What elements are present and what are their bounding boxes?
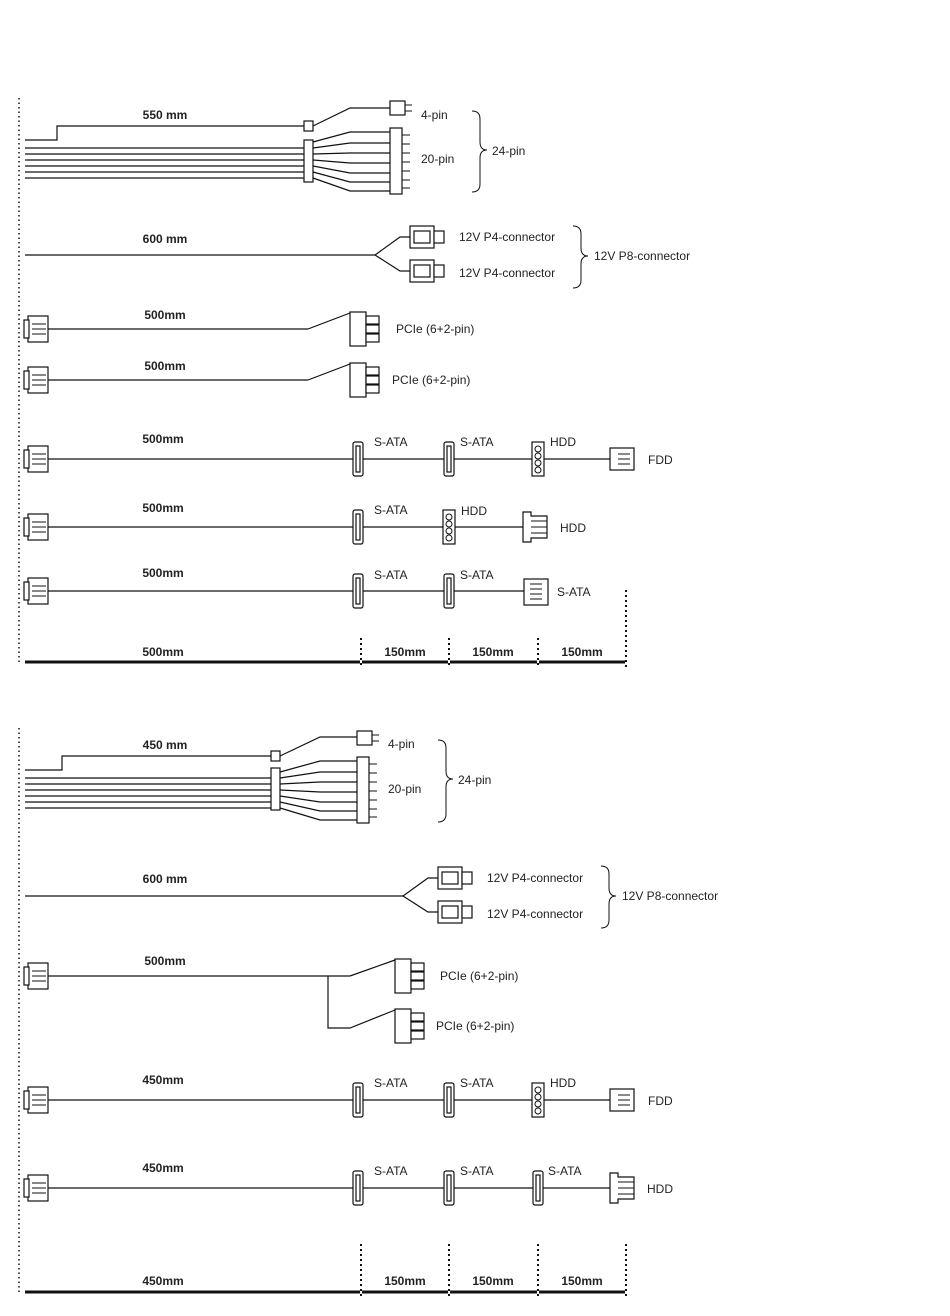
top-eps-cable <box>25 225 589 289</box>
bottom-ruler-s3: 150mm <box>561 1274 602 1288</box>
bottom-ruler-s2: 150mm <box>472 1274 513 1288</box>
top-24pin-label: 24-pin <box>492 144 525 158</box>
bottom-sata1-c4: FDD <box>648 1094 673 1108</box>
top-sata3-c2: S-ATA <box>460 568 494 582</box>
top-sata1-c4: FDD <box>648 453 673 467</box>
bottom-20pin-label: 20-pin <box>388 782 421 796</box>
top-p4a-label: 12V P4-connector <box>459 230 555 244</box>
top-p4b-label: 12V P4-connector <box>459 266 555 280</box>
top-ruler-s2: 150mm <box>472 645 513 659</box>
top-sata1-c1: S-ATA <box>374 435 408 449</box>
top-eps-length: 600 mm <box>143 232 188 246</box>
top-sata-cable-3 <box>23 573 549 609</box>
top-pcie1-length: 500mm <box>144 308 185 322</box>
top-4pin-connector <box>389 100 406 116</box>
bottom-pcie-cable <box>23 958 425 1044</box>
bottom-atx-length: 450 mm <box>143 738 188 752</box>
bottom-sata2-c1: S-ATA <box>374 1164 408 1178</box>
top-ruler <box>25 590 627 668</box>
bottom-24pin-label: 24-pin <box>458 773 491 787</box>
top-ruler-s3: 150mm <box>561 645 602 659</box>
top-pcie-cable-2 <box>23 362 380 398</box>
bottom-p8-brace <box>600 865 617 929</box>
bottom-ruler <box>25 1244 627 1298</box>
bottom-p4a-label: 12V P4-connector <box>487 871 583 885</box>
top-sata3-c3: S-ATA <box>557 585 591 599</box>
bottom-sata2-length: 450mm <box>142 1161 183 1175</box>
top-atx-cable <box>25 100 488 195</box>
bottom-pcie-label-2: PCIe (6+2-pin) <box>436 1019 514 1033</box>
top-p8-brace <box>572 225 589 289</box>
bottom-pcie-label-1: PCIe (6+2-pin) <box>440 969 518 983</box>
bottom-ruler-main: 450mm <box>142 1274 183 1288</box>
top-4pin-label: 4-pin <box>421 108 448 122</box>
top-sata2-c3: HDD <box>560 521 586 535</box>
top-sata1-length: 500mm <box>142 432 183 446</box>
top-pcie2-length: 500mm <box>144 359 185 373</box>
top-sata2-c1: S-ATA <box>374 503 408 517</box>
bottom-sata2-c2: S-ATA <box>460 1164 494 1178</box>
bottom-sata-cable-1 <box>23 1082 635 1118</box>
top-sata3-c1: S-ATA <box>374 568 408 582</box>
bottom-sata1-c1: S-ATA <box>374 1076 408 1090</box>
top-sata-cable-1 <box>23 441 635 477</box>
bottom-p8-label: 12V P8-connector <box>622 889 718 903</box>
bottom-24pin-brace <box>437 739 454 823</box>
bottom-4pin-connector <box>356 730 373 746</box>
bottom-sata1-c3: HDD <box>550 1076 576 1090</box>
top-p8-label: 12V P8-connector <box>594 249 690 263</box>
bottom-ruler-s1: 150mm <box>384 1274 425 1288</box>
bottom-4pin-label: 4-pin <box>388 737 415 751</box>
bottom-sata1-c2: S-ATA <box>460 1076 494 1090</box>
top-sata-cable-2 <box>23 509 548 545</box>
bottom-pcie-length: 500mm <box>144 954 185 968</box>
top-ruler-s1: 150mm <box>384 645 425 659</box>
top-sata2-c2: HDD <box>461 504 487 518</box>
top-pcie1-label: PCIe (6+2-pin) <box>396 322 474 336</box>
bottom-sata2-c4: HDD <box>647 1182 673 1196</box>
top-20pin-label: 20-pin <box>421 152 454 166</box>
bottom-sata-cable-2 <box>23 1170 635 1206</box>
top-pcie2-label: PCIe (6+2-pin) <box>392 373 470 387</box>
bottom-p4b-label: 12V P4-connector <box>487 907 583 921</box>
top-sata1-c3: HDD <box>550 435 576 449</box>
bottom-sata1-length: 450mm <box>142 1073 183 1087</box>
bottom-eps-cable <box>25 865 617 929</box>
top-pcie-cable-1 <box>23 311 380 347</box>
bottom-eps-length: 600 mm <box>143 872 188 886</box>
bottom-atx-cable <box>25 730 454 824</box>
top-sata1-c2: S-ATA <box>460 435 494 449</box>
top-24pin-brace <box>471 110 488 193</box>
top-20pin-connector <box>389 127 403 195</box>
bottom-20pin-connector <box>356 756 370 824</box>
top-ruler-main: 500mm <box>142 645 183 659</box>
top-sata2-length: 500mm <box>142 501 183 515</box>
bottom-sata2-c3: S-ATA <box>548 1164 582 1178</box>
top-sata3-length: 500mm <box>142 566 183 580</box>
top-atx-length: 550 mm <box>143 108 188 122</box>
